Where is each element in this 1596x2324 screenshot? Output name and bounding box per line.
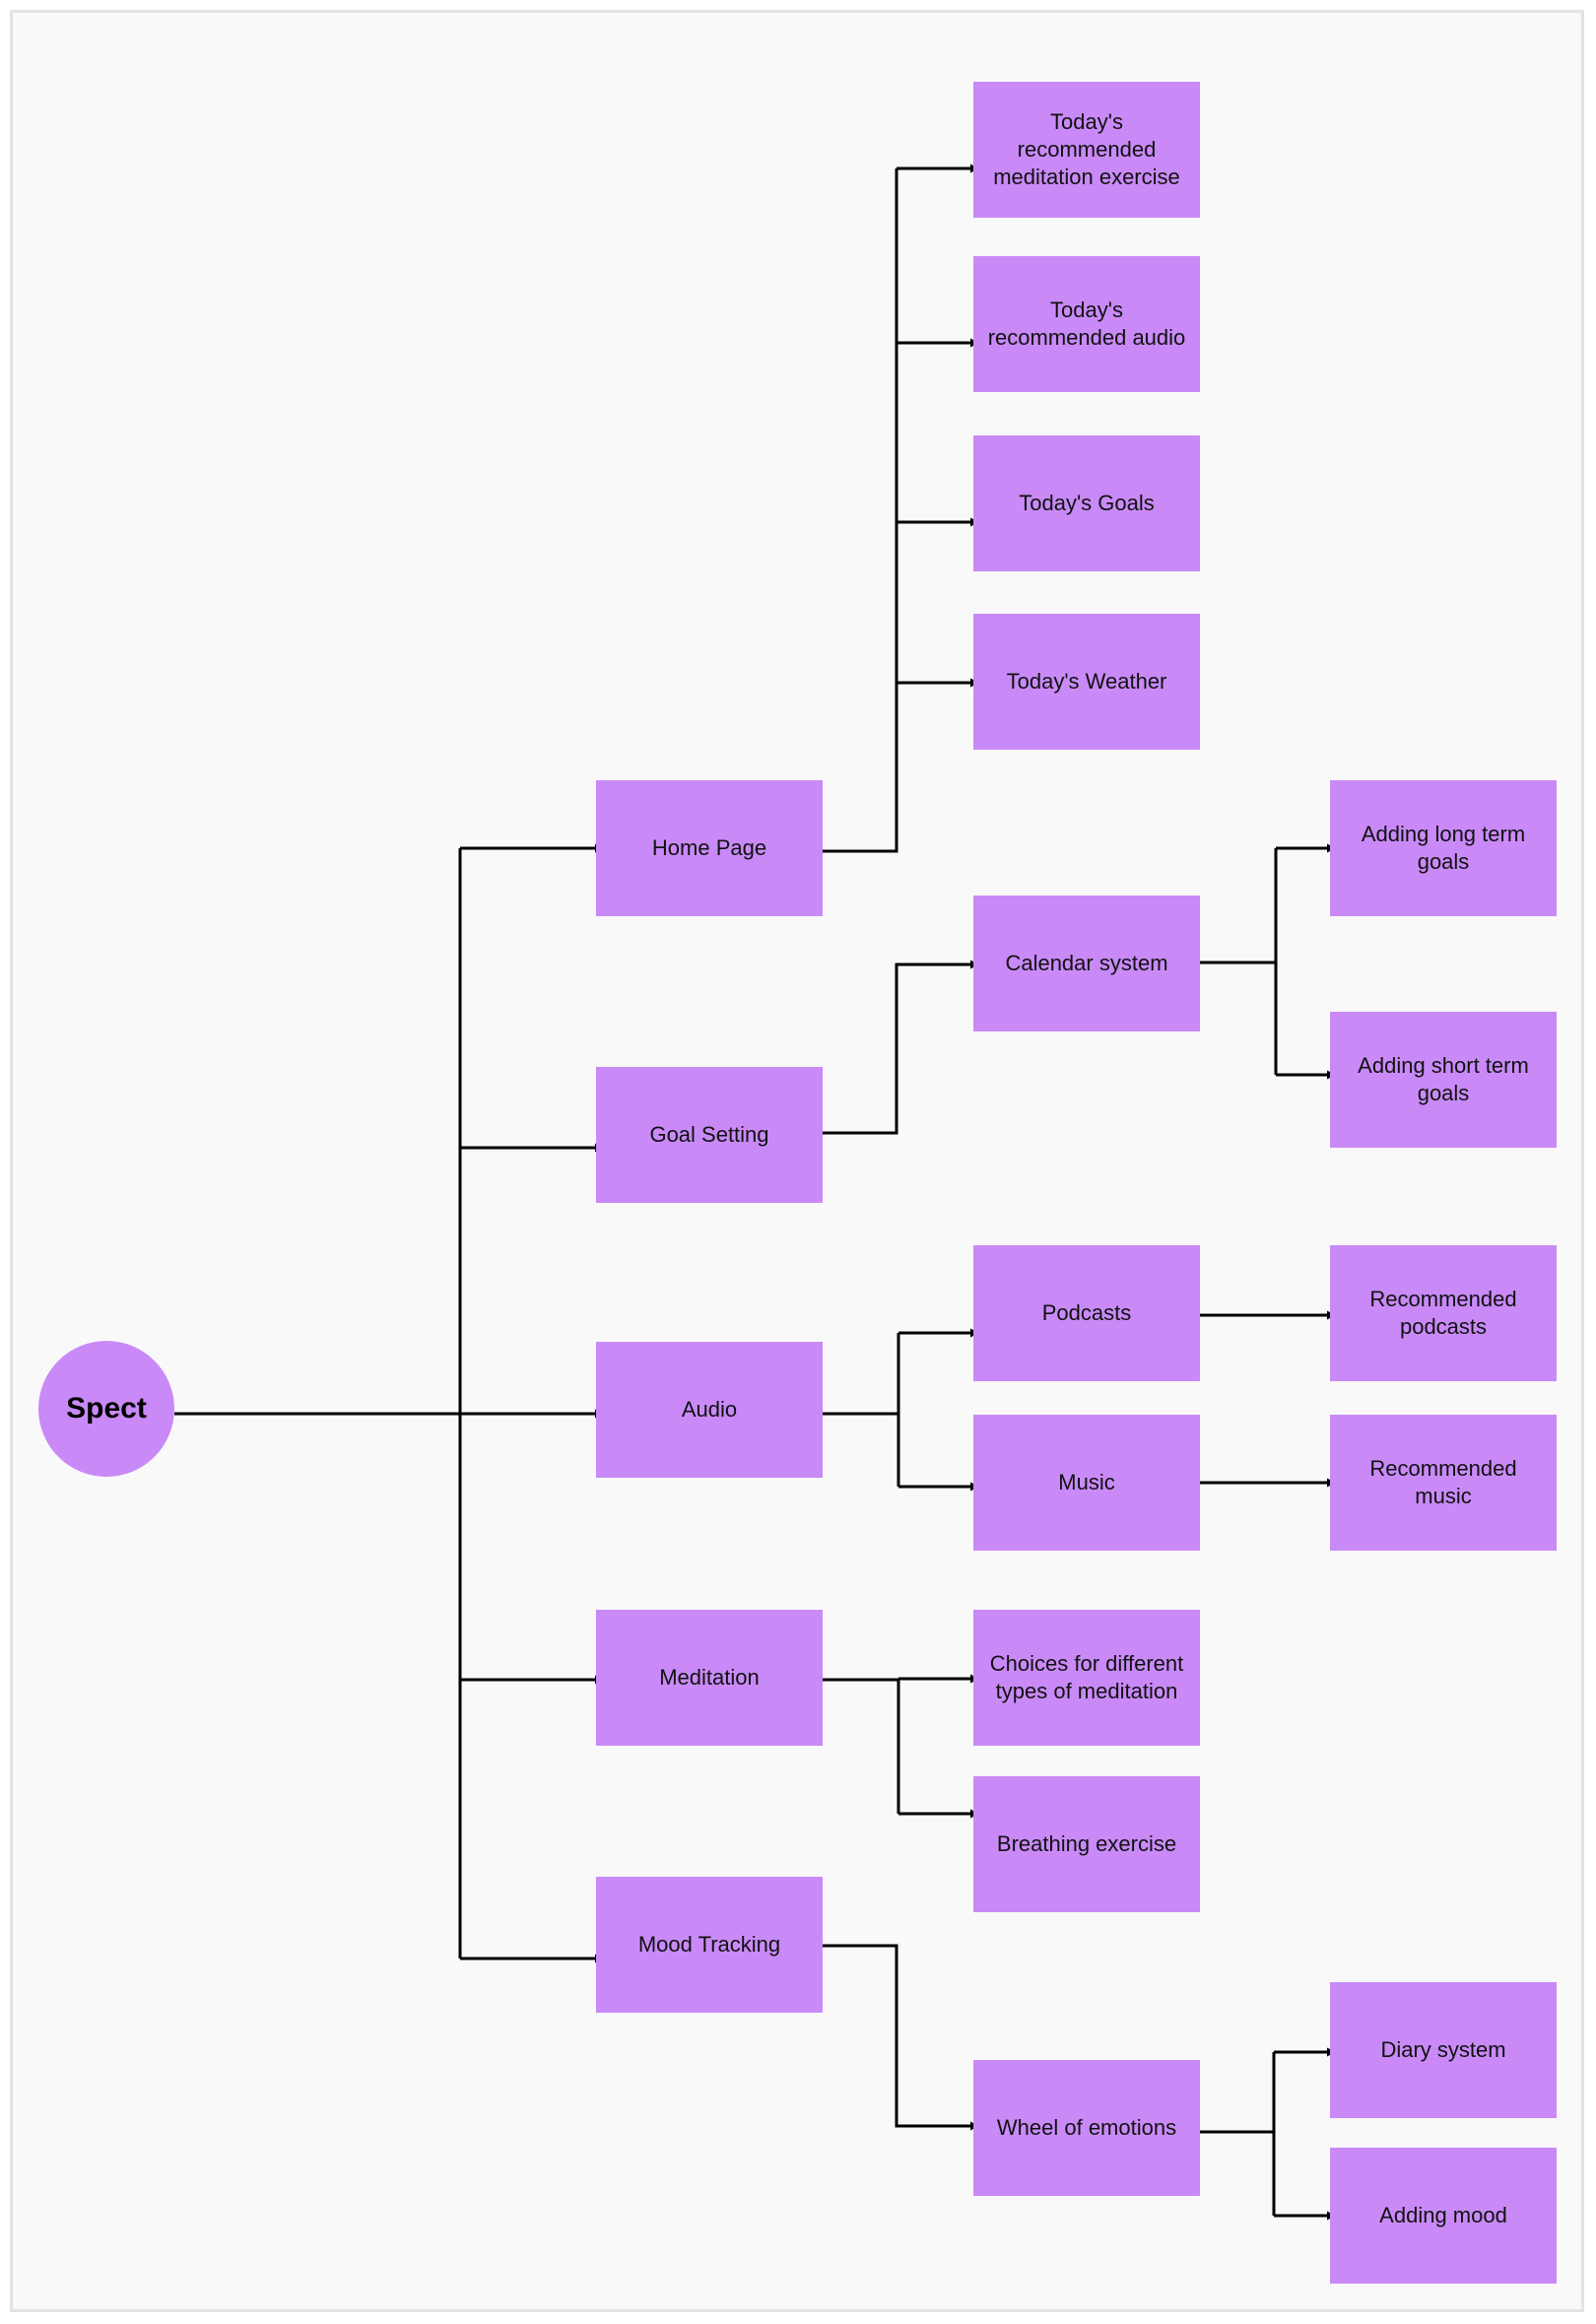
arrow-goal-calendar [822, 960, 979, 1135]
node-label: Mood Tracking [637, 1932, 781, 1957]
node-meditation-exercise: Today's recommended meditation exercise [973, 82, 1200, 218]
node-long-term-goals: Adding long term goals [1330, 780, 1557, 916]
node-label: Podcasts [1041, 1300, 1132, 1325]
root-label: Spect [66, 1392, 147, 1425]
node-label: Calendar system [1005, 951, 1168, 975]
node-label: Adding mood [1379, 2203, 1507, 2227]
node-label: Wheel of emotions [996, 2115, 1177, 2140]
node-label: Choices for different types of meditatio… [989, 1651, 1184, 1703]
node-todays-weather: Today's Weather [973, 614, 1200, 750]
node-short-term-goals: Adding short term goals [1330, 1012, 1557, 1148]
root-node-spect: Spect [38, 1341, 174, 1477]
node-label: Diary system [1380, 2037, 1506, 2062]
node-label: Today's recommended meditation exercise [993, 109, 1180, 189]
node-audio: Audio [596, 1342, 823, 1478]
node-label: Today's Weather [1006, 669, 1167, 694]
node-label: Recommended music [1369, 1456, 1517, 1508]
node-label: Audio [681, 1397, 738, 1422]
node-todays-goals: Today's Goals [973, 435, 1200, 571]
node-label: Home Page [651, 835, 767, 860]
node-label: Goal Setting [649, 1122, 769, 1147]
node-goal-setting: Goal Setting [596, 1067, 823, 1203]
node-label: Music [1058, 1470, 1115, 1494]
node-label: Meditation [659, 1665, 760, 1690]
node-label: Breathing exercise [996, 1831, 1177, 1856]
arrow-mood-wheel [822, 1944, 979, 2131]
node-meditation-choices: Choices for different types of meditatio… [973, 1610, 1200, 1746]
node-home-page: Home Page [596, 780, 823, 916]
connector-home-trunk [822, 168, 898, 853]
node-diary-system: Diary system [1330, 1982, 1557, 2118]
node-label: Adding long term goals [1361, 822, 1526, 874]
node-podcasts: Podcasts [973, 1245, 1200, 1381]
node-label: Today's recommended audio [987, 298, 1186, 350]
node-recommended-music: Recommended music [1330, 1415, 1557, 1551]
node-music: Music [973, 1415, 1200, 1551]
node-adding-mood: Adding mood [1330, 2148, 1557, 2284]
node-recommended-audio: Today's recommended audio [973, 256, 1200, 392]
node-breathing-exercise: Breathing exercise [973, 1776, 1200, 1912]
node-label: Today's Goals [1019, 491, 1155, 515]
node-label: Adding short term goals [1358, 1053, 1529, 1105]
node-wheel-of-emotions: Wheel of emotions [973, 2060, 1200, 2196]
node-calendar-system: Calendar system [973, 896, 1200, 1031]
node-label: Recommended podcasts [1369, 1287, 1517, 1339]
node-recommended-podcasts: Recommended podcasts [1330, 1245, 1557, 1381]
node-meditation: Meditation [596, 1610, 823, 1746]
node-mood-tracking: Mood Tracking [596, 1877, 823, 2013]
